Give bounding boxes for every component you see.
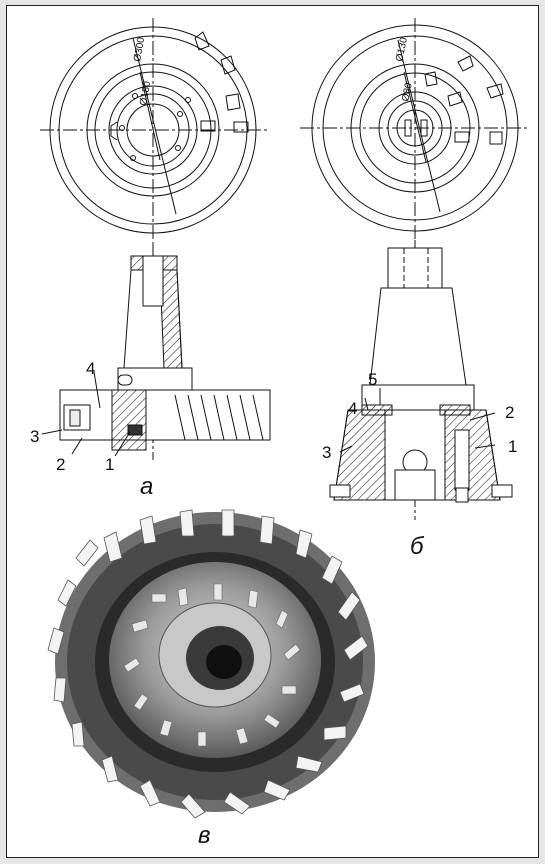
label-a-2: 2 <box>56 455 65 474</box>
section-view-a <box>41 245 271 460</box>
label-b-2: 2 <box>505 403 514 422</box>
cutter-photo <box>47 509 375 819</box>
dim-inner-a: Ø180 <box>138 80 153 106</box>
label-a-1: 1 <box>105 455 114 474</box>
label-a-4: 4 <box>86 359 95 378</box>
caption-a: а <box>140 473 153 500</box>
dim-outer-b: Ø130 <box>394 36 410 63</box>
label-b-1: 1 <box>508 437 517 456</box>
section-view-b <box>329 240 513 520</box>
label-a-3: 3 <box>30 427 39 446</box>
caption-b: б <box>410 533 425 560</box>
caption-c: в <box>198 822 211 849</box>
label-b-5: 5 <box>368 370 377 389</box>
dim-inner-b: Ø80 <box>400 81 415 102</box>
dim-outer-a: Ø300 <box>132 36 147 62</box>
plan-view-a <box>40 18 268 245</box>
plan-view-b <box>300 18 528 240</box>
label-b-4: 4 <box>348 399 357 418</box>
label-b-3: 3 <box>322 443 331 462</box>
